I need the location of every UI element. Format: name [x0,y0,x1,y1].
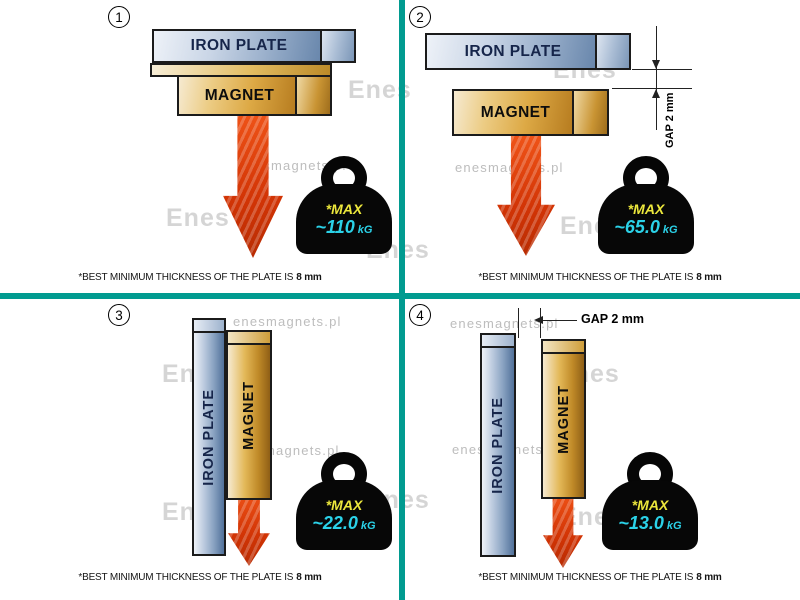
caption-bold: 8 mm [696,272,722,283]
caption-bold: 8 mm [696,572,722,583]
gap-label: GAP 2 mm [581,312,644,326]
gap-dimension-arrow [652,60,660,69]
magnet-label: MAGNET [480,103,551,121]
magnet: MAGNET [226,330,272,500]
iron-plate-label: IRON PLATE [201,388,217,486]
max-force-unit: kG [662,224,678,236]
gap-dimension-line [612,88,692,89]
caption-text: *BEST MINIMUM THICKNESS OF THE PLATE IS [478,572,694,583]
max-force-unit: kG [357,224,373,236]
caption-text: *BEST MINIMUM THICKNESS OF THE PLATE IS [78,272,294,283]
weight-icon: *MAX ~22.0 kG [296,452,392,550]
max-label: *MAX [325,497,363,513]
iron-plate: IRON PLATE [152,29,356,63]
max-force-value: ~13.0 [618,513,664,533]
max-force-unit: kG [666,520,682,532]
max-force-value: ~110 [315,217,355,237]
iron-plate: IRON PLATE [480,333,516,557]
plate-top-cap [482,335,514,348]
max-force-value: ~22.0 [312,513,358,533]
max-label: *MAX [325,201,363,217]
magnet: MAGNET [541,339,586,499]
panel-number: 4 [409,304,431,326]
magnet-top-cap [228,332,270,345]
plate-end-cap [595,35,629,68]
weight-icon: *MAX ~65.0 kG [598,156,694,254]
magnet-label: MAGNET [204,86,275,104]
weight-body: *MAX ~13.0 kG [602,480,698,550]
caption-text: *BEST MINIMUM THICKNESS OF THE PLATE IS [78,572,294,583]
watermark-site-text: enesmagnets.pl [455,160,564,175]
pull-force-arrow-icon [497,134,555,256]
caption-bold: 8 mm [296,572,322,583]
iron-plate-label: IRON PLATE [464,42,562,60]
panel-number: 1 [108,6,130,28]
panel-number: 3 [108,304,130,326]
plate-top-cap [194,320,224,333]
magnet-label: MAGNET [241,380,257,450]
magnet: MAGNET [452,89,609,136]
caption-bold: 8 mm [296,272,322,283]
pull-force-arrow-icon [223,110,283,258]
iron-plate: IRON PLATE [425,33,631,70]
weight-body: *MAX ~65.0 kG [598,184,694,254]
iron-plate-label: IRON PLATE [490,396,506,494]
gap-label: GAP 2 mm [664,92,676,148]
weight-icon: *MAX ~13.0 kG [602,452,698,550]
max-force-value: ~65.0 [614,217,660,237]
plate-end-cap [320,31,354,61]
max-label: *MAX [631,497,669,513]
weight-body: *MAX ~110 kG [296,184,392,254]
iron-plate: IRON PLATE [192,318,226,556]
gap-dimension-line [656,26,657,130]
divider-horizontal [0,293,800,299]
magnet-end-cap [572,91,607,134]
gap-dimension-line [632,69,692,70]
watermark-site-text: enesmagnets.pl [233,314,342,329]
divider-vertical [399,0,405,600]
magnet-end-cap [295,77,330,114]
gap-dimension-line [543,320,577,321]
gap-dimension-arrow [652,89,660,98]
max-label: *MAX [627,201,665,217]
weight-body: *MAX ~22.0 kG [296,480,392,550]
gap-dimension-line [518,308,519,338]
caption-text: *BEST MINIMUM THICKNESS OF THE PLATE IS [478,272,694,283]
magnet-label: MAGNET [555,384,572,454]
watermark-site-text: enesmagnets.pl [450,316,559,331]
watermark-enes-logo: Enes [166,204,230,232]
max-force-unit: kG [360,520,376,532]
gap-dimension-arrow [534,316,543,324]
panel-number: 2 [409,6,431,28]
iron-plate-label: IRON PLATE [190,37,288,54]
weight-icon: *MAX ~110 kG [296,156,392,254]
magnet-top-cap [543,341,584,354]
magnet: MAGNET [177,75,332,116]
